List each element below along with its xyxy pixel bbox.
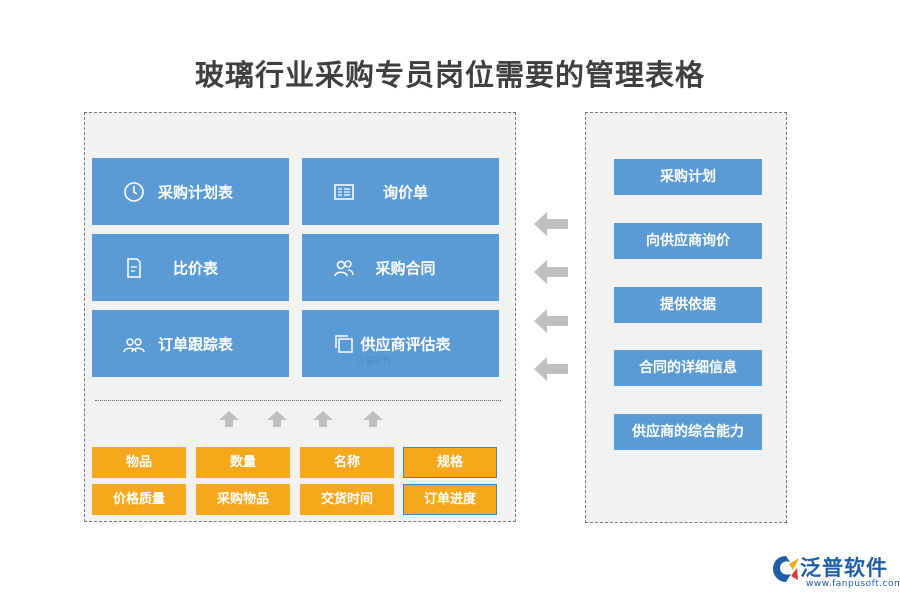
field-price-quality: 价格质量 [92, 484, 186, 515]
card-inquiry[interactable]: 询价单 [302, 158, 499, 225]
card-order-tracking[interactable]: 订单跟踪表 [92, 310, 289, 377]
field-delivery-time: 交货时间 [300, 484, 394, 515]
clock-icon [124, 181, 144, 202]
field-name: 名称 [300, 447, 394, 478]
arrow-up-icon [219, 411, 239, 427]
card-label: 订单跟踪表 [157, 335, 233, 353]
arrow-up-icon [267, 411, 287, 427]
req-supplier-inquiry[interactable]: 向供应商询价 [614, 223, 762, 259]
card-purchase-plan[interactable]: 采购计划表 [92, 158, 289, 225]
brand-logo-icon [773, 556, 799, 582]
field-order-progress: 订单进度 [403, 484, 497, 515]
copy-icon [335, 334, 353, 353]
card-supplier-eval[interactable]: 供应商评估表 [302, 310, 499, 377]
field-spec: 规格 [403, 447, 497, 478]
field-quantity: 数量 [196, 447, 290, 478]
users-icon [334, 259, 354, 276]
arrow-up-icon [363, 411, 383, 427]
card-price-compare[interactable]: 比价表 [92, 234, 289, 301]
page-title: 玻璃行业采购专员岗位需要的管理表格 [194, 58, 705, 92]
group-icon [123, 337, 145, 352]
req-purchase-plan[interactable]: 采购计划 [614, 159, 762, 195]
card-label: 比价表 [172, 259, 218, 277]
card-label: 采购合同 [375, 259, 436, 277]
req-provide-basis[interactable]: 提供依据 [614, 287, 762, 323]
brand-url: www.fanpusoft.com [806, 579, 900, 589]
arrow-left-icon [534, 212, 568, 236]
req-supplier-capability[interactable]: 供应商的综合能力 [614, 414, 762, 450]
field-purchase-item: 采购物品 [196, 484, 290, 515]
arrow-left-icon [534, 357, 568, 381]
card-label: 采购计划表 [157, 183, 233, 201]
document-icon [127, 257, 141, 278]
arrow-left-icon [534, 260, 568, 284]
divider [95, 400, 501, 401]
card-label: 供应商评估表 [360, 335, 451, 353]
arrow-left-icon [534, 309, 568, 333]
arrow-up-icon [313, 411, 333, 427]
card-contract[interactable]: 采购合同 [302, 234, 499, 301]
form-icon [334, 183, 354, 200]
req-contract-details[interactable]: 合同的详细信息 [614, 350, 762, 386]
card-label: 询价单 [382, 183, 428, 201]
brand-name: 泛普软件 [800, 556, 888, 580]
watermark: 泛普软件 [356, 357, 393, 367]
field-item: 物品 [92, 447, 186, 478]
